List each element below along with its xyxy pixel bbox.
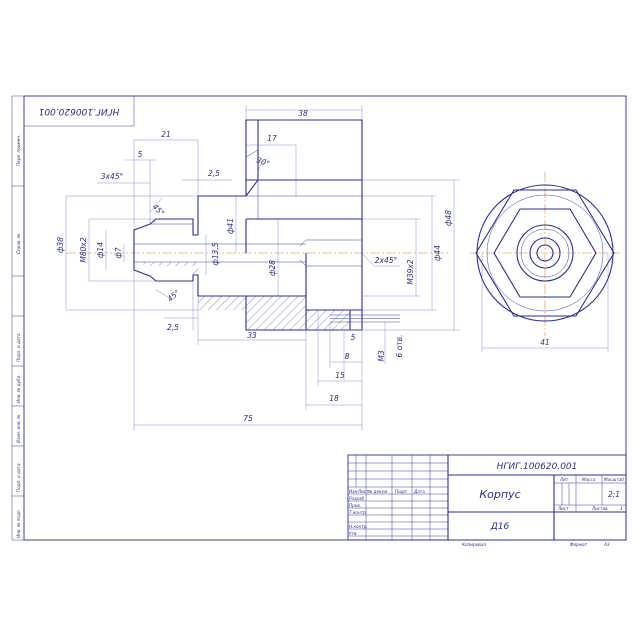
side-col-3: Подп. и дата — [16, 333, 21, 362]
dim-dia-44: ф44 — [433, 245, 442, 261]
drawing-code: НГИГ.100620.001 — [497, 462, 578, 472]
side-view — [66, 119, 450, 331]
part-name: Корпус — [479, 488, 520, 501]
dim-33: 33 — [247, 331, 257, 340]
left-side-columns: Перв. примен. Справ. № Подп. и дата Инв.… — [11, 95, 25, 541]
dim-5-top: 5 — [138, 150, 143, 159]
dim-dia-28: ф28 — [268, 260, 277, 276]
side-col-4: Инв. № дубл. — [16, 374, 21, 403]
dim-holes: 6 отв. — [395, 335, 404, 358]
dim-38-top: 38 — [298, 109, 308, 118]
stamp-role-nkontr: Н.контр. — [349, 524, 368, 529]
dim-18: 18 — [329, 394, 339, 403]
dim-m80: М80х2 — [79, 237, 88, 262]
dim-21: 21 — [161, 130, 171, 139]
scale-header: Масштаб — [604, 477, 624, 482]
dim-41-side: 41 — [540, 338, 550, 347]
dim-dia-38: ф38 — [56, 237, 65, 253]
sheets-count: 1 — [620, 506, 623, 511]
material: Д16 — [490, 522, 510, 532]
mass-header: Масса — [582, 477, 596, 482]
section-hatching — [134, 262, 350, 330]
dim-5-bottom: 5 — [351, 333, 356, 342]
side-col-5: Взам. инв. № — [16, 414, 21, 443]
dim-dia-7: ф7 — [114, 247, 123, 258]
stamp-col-izm: Изм — [349, 489, 358, 494]
dim-dia-41-vert: ф41 — [226, 218, 235, 234]
end-view: 41 — [470, 172, 620, 352]
dim-dia-135: ф13,5 — [211, 242, 220, 265]
stamp-col-date: Дата — [413, 489, 425, 494]
format-value: А3 — [603, 542, 610, 547]
dim-m3: М3 — [377, 350, 386, 361]
dim-chamfer-2x45: 2х45° — [375, 256, 398, 265]
stamp-role-utv: Утв. — [349, 531, 358, 536]
stamp-col-podp: Подп. — [395, 489, 408, 494]
stamp-col-doc: № докум. — [367, 489, 389, 494]
side-col-2: Справ. № — [16, 233, 21, 254]
dim-dia-48: ф48 — [444, 210, 453, 226]
dim-15: 15 — [335, 371, 345, 380]
lit-header: Лит — [559, 477, 569, 482]
dim-8: 8 — [345, 352, 350, 361]
stamp-role-razrab: Разраб. — [349, 496, 365, 501]
dim-angle-30: 30° — [255, 155, 271, 168]
dim-25-top: 2,5 — [208, 169, 220, 178]
sheet-label: Лист — [557, 506, 569, 511]
dim-17: 17 — [267, 134, 277, 143]
dim-25-bottom: 2,5 — [167, 323, 179, 332]
dim-angle-45-a: 45° — [151, 202, 167, 218]
rotated-code-block: НГИГ.100620.001 — [23, 95, 135, 127]
stamp-role-tkontr: Т.контр. — [349, 510, 367, 515]
dim-75: 75 — [243, 414, 253, 423]
side-col-7: Инв. № подл. — [16, 509, 21, 538]
stamp-role-prov: Пров. — [349, 503, 361, 508]
dimension-lines — [65, 106, 460, 430]
dim-angle-45-b: 45° — [166, 288, 182, 304]
copied-label: Копировал — [462, 542, 486, 547]
rotated-code-text: НГИГ.100620.001 — [39, 106, 120, 116]
dim-dia-14: ф14 — [96, 242, 105, 258]
sheets-label: Листов — [591, 506, 608, 511]
format-label: Формат — [570, 542, 588, 547]
stamp-col-list: Лист — [357, 489, 369, 494]
side-col-6: Подп. и дата — [16, 463, 21, 492]
dim-m39: М39х2 — [406, 259, 415, 284]
side-col-1: Перв. примен. — [16, 135, 21, 166]
dim-chamfer-3x45: 3x45° — [101, 172, 124, 181]
title-block: Изм Лист № докум. Подп. Дата Разраб. Про… — [347, 454, 627, 547]
scale-value: 2:1 — [608, 490, 620, 499]
